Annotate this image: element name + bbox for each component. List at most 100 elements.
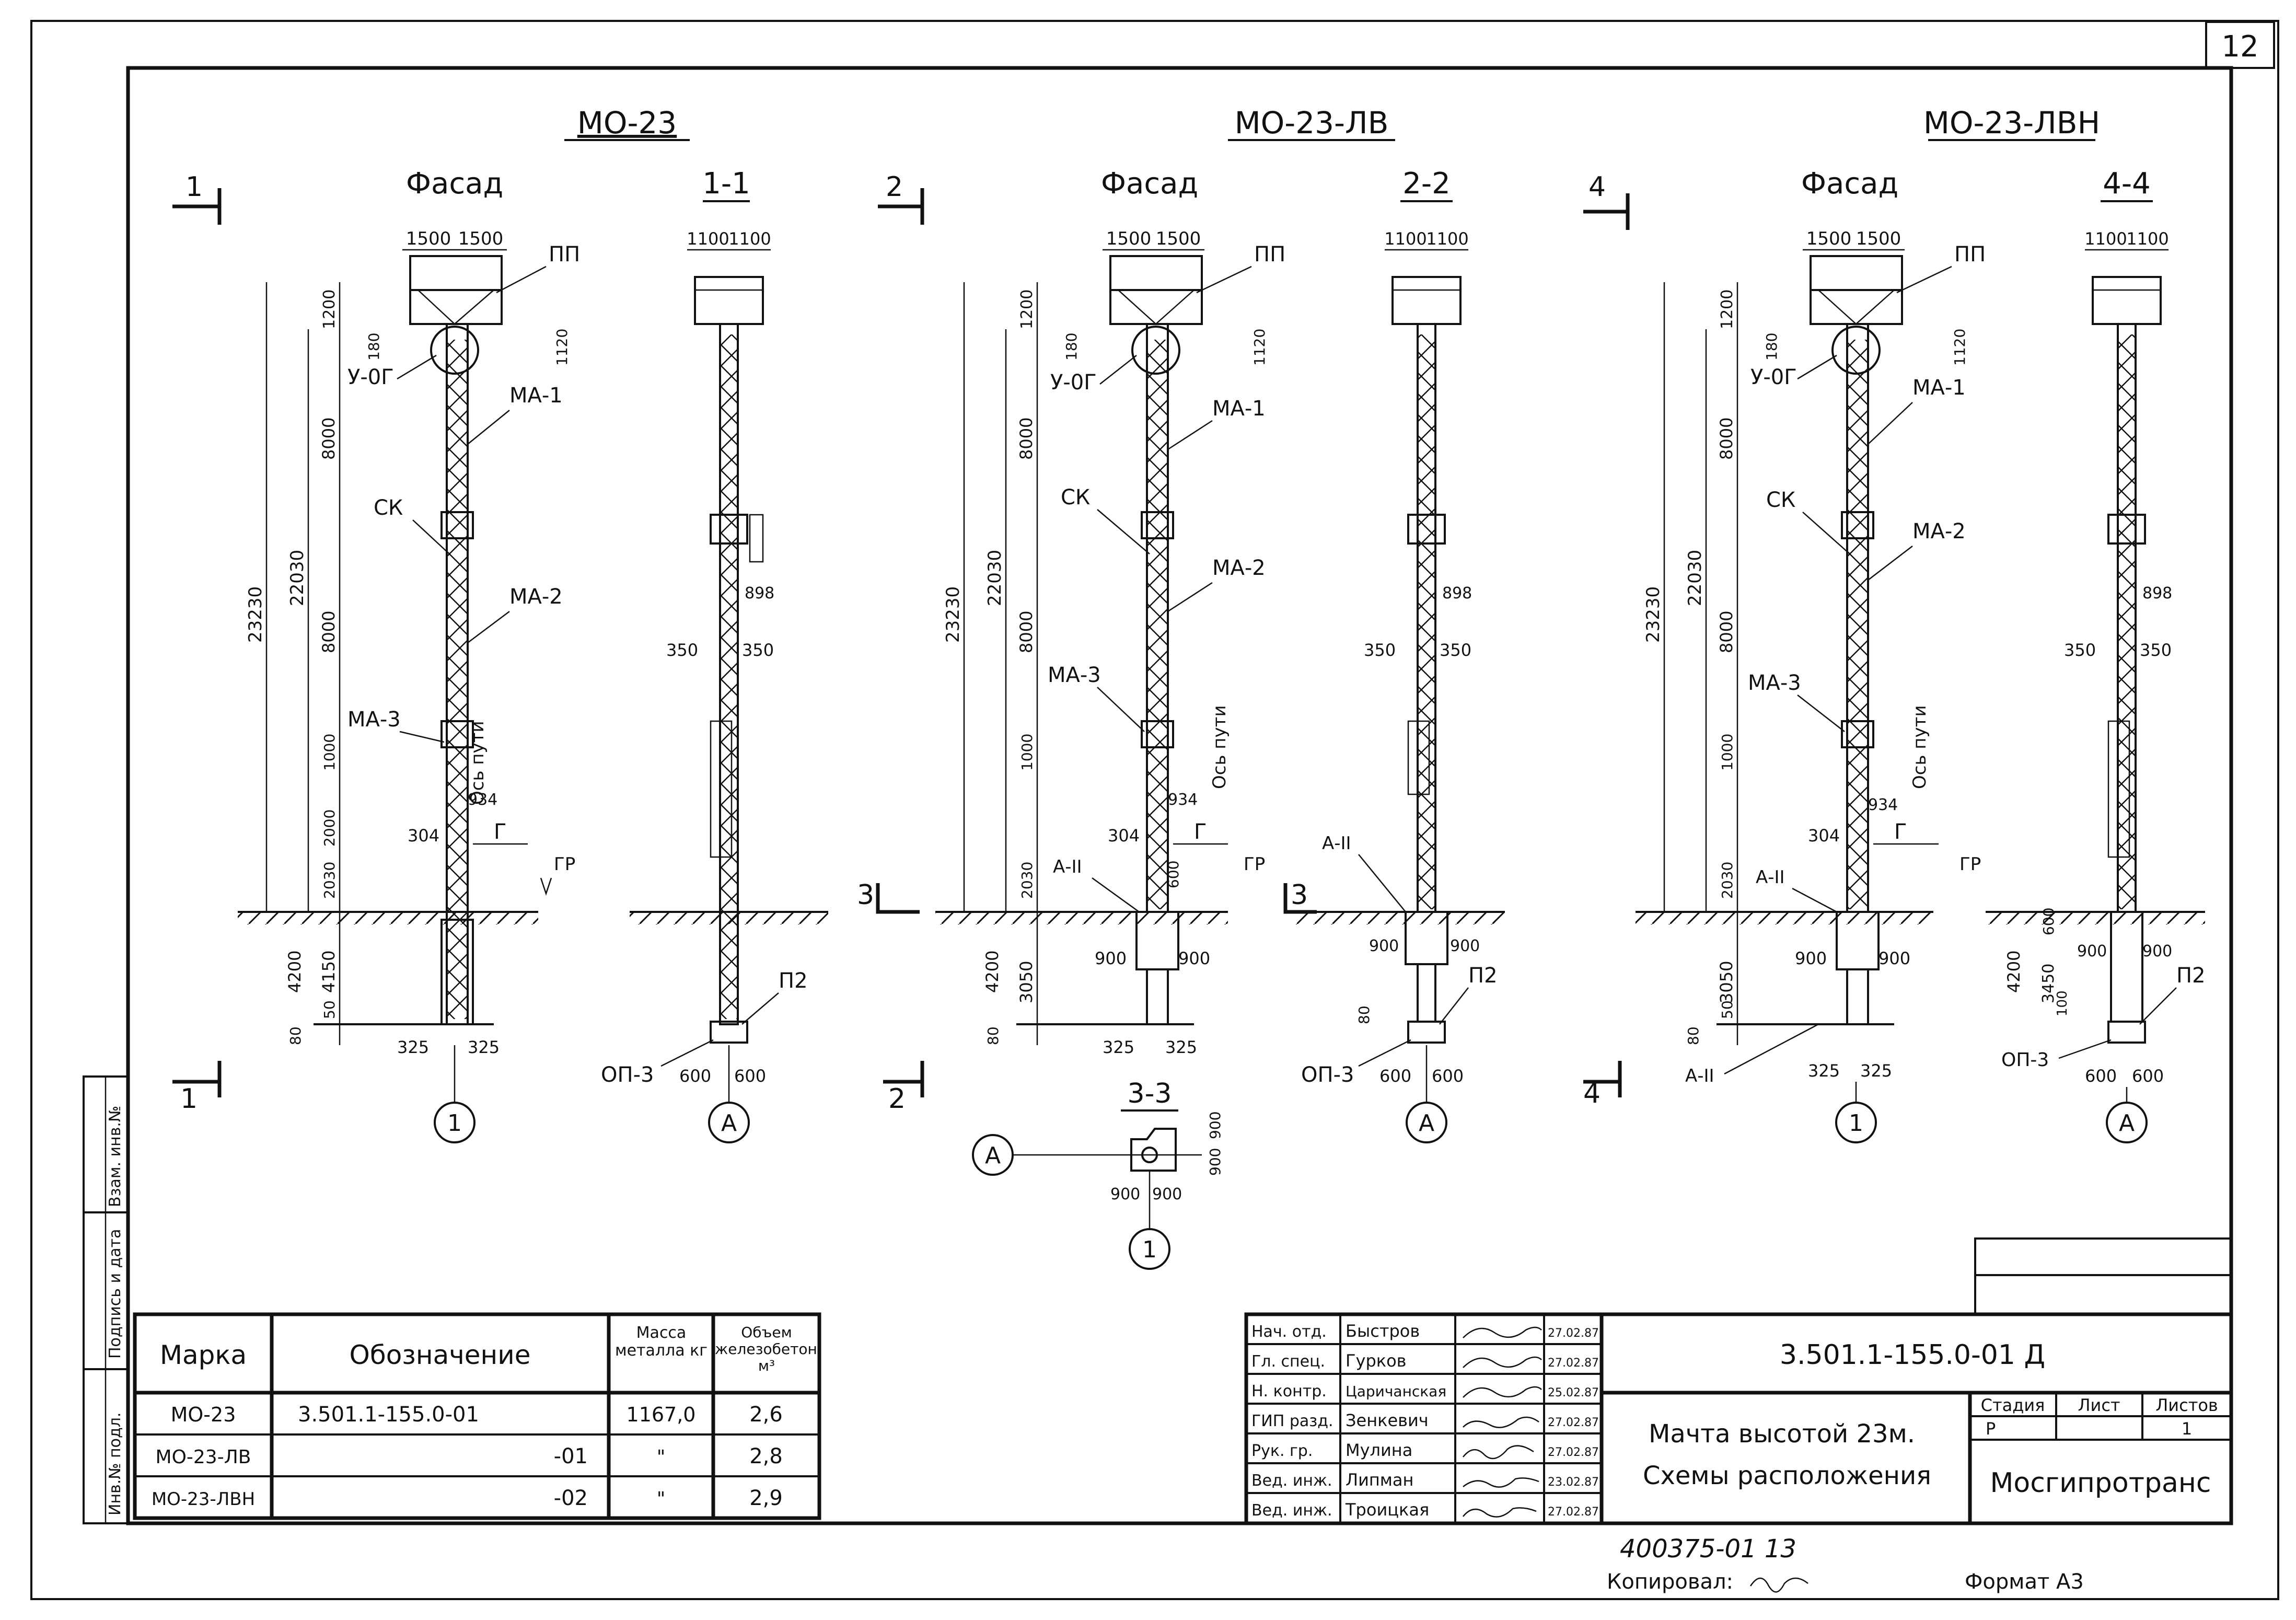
section-label: 3-3 xyxy=(1128,1078,1172,1109)
part-u0g: У-0Г xyxy=(1750,365,1797,389)
title-block: Нач. отд. Быстров 27.02.87 Гл. спец. Гур… xyxy=(1244,1237,2233,1525)
dim-label: 1200 xyxy=(320,290,339,329)
dim-label: 900 xyxy=(1110,1185,1140,1204)
dim-label: 1100 xyxy=(728,229,771,249)
stamp-inventory-label: Инв.№ подл. xyxy=(106,1413,124,1515)
dim-label: 22030 xyxy=(287,550,308,606)
dim-label: 23230 xyxy=(943,586,964,643)
dim-label: 600 xyxy=(2040,908,2057,935)
dim-label: 900 xyxy=(1369,937,1399,955)
cut-label: 4 xyxy=(1588,171,1606,203)
part-pp: ПП xyxy=(549,242,580,267)
section-label: 2-2 xyxy=(1402,167,1450,201)
dim-label: 900 xyxy=(1795,948,1827,968)
staff-name: Быстров xyxy=(1346,1321,1420,1341)
dim-label: 1100 xyxy=(2126,229,2169,249)
section-2-2-view: 2-2 3 1100 1100 898 350 350 А-II 900 900… xyxy=(1283,167,1505,1143)
dim-label: 3050 xyxy=(1016,961,1036,1003)
staff-date: 27.02.87 xyxy=(1548,1357,1599,1370)
dim-label: 1000 xyxy=(1719,734,1736,771)
table-cell: " xyxy=(657,1447,666,1468)
part-ma3: МА-3 xyxy=(1048,663,1101,687)
staff-role: Вед. инж. xyxy=(1251,1501,1332,1520)
table-cell: МО-23-ЛВ xyxy=(156,1447,251,1468)
dim-label: 1500 xyxy=(1156,228,1201,249)
table-cell: МО-23-ЛВН xyxy=(152,1489,255,1510)
dim-label: 900 xyxy=(1095,948,1127,968)
dim-label: 325 xyxy=(1808,1061,1840,1081)
part-a2: А-II xyxy=(1322,833,1351,854)
dim-label: 900 xyxy=(1878,948,1910,968)
drawing-title-line2: Схемы расположения xyxy=(1643,1461,1931,1490)
part-op3: ОП-3 xyxy=(1301,1063,1354,1087)
dim-label: 600 xyxy=(734,1066,766,1086)
staff-name: Зенкевич xyxy=(1346,1410,1429,1430)
staff-role: Н. контр. xyxy=(1251,1382,1327,1401)
dim-label: 350 xyxy=(2140,640,2172,660)
dim-label: 350 xyxy=(666,640,698,660)
dim-label: 600 xyxy=(1165,861,1182,888)
dim-label: 600 xyxy=(2085,1066,2117,1086)
dim-label: 1120 xyxy=(1951,329,1968,366)
dim-label: 8000 xyxy=(319,611,339,653)
axis-1-label: 1 xyxy=(1849,1110,1863,1137)
dim-label: 325 xyxy=(1165,1037,1197,1057)
table-header: Обозначение xyxy=(350,1340,531,1370)
part-ma3: МА-3 xyxy=(347,708,401,732)
table-header: Объем железобетона, м³ xyxy=(715,1324,818,1374)
table-cell: 2,8 xyxy=(749,1444,783,1468)
cut-label: 3 xyxy=(857,880,874,911)
dim-label: 600 xyxy=(1379,1066,1411,1086)
part-p2: П2 xyxy=(779,969,808,993)
dim-label: 898 xyxy=(2142,584,2172,603)
dim-label: 304 xyxy=(408,826,439,846)
dim-label: 1200 xyxy=(1718,290,1736,329)
part-p2: П2 xyxy=(2176,964,2206,988)
dim-label: 8000 xyxy=(1016,611,1036,653)
staff-name: Гурков xyxy=(1346,1351,1407,1371)
sheet-header: Лист xyxy=(2078,1395,2120,1415)
axis-a-label: А xyxy=(721,1110,737,1137)
dim-label: 80 xyxy=(1685,1026,1702,1045)
sheets-value: 1 xyxy=(2182,1419,2192,1439)
dim-label: 180 xyxy=(1063,333,1080,361)
dim-label: 1500 xyxy=(458,228,504,249)
section-label: 4-4 xyxy=(2103,167,2150,201)
section-label: 1-1 xyxy=(702,167,750,201)
part-ck: СК xyxy=(1766,488,1795,512)
part-ma1: МА-1 xyxy=(509,384,563,408)
staff-date: 27.02.87 xyxy=(1548,1327,1599,1340)
dim-label: 1000 xyxy=(1018,734,1036,771)
dim-label: 8000 xyxy=(319,418,339,460)
staff-role: Вед. инж. xyxy=(1251,1472,1332,1490)
dim-label: 2000 xyxy=(321,809,338,847)
part-u0g: У-0Г xyxy=(347,365,394,389)
stamp-replace-label: Взам. инв.№ xyxy=(106,1106,124,1207)
track-axis-label: Ось пути xyxy=(467,721,488,805)
staff-name: Мулина xyxy=(1346,1440,1412,1460)
dim-label: 23230 xyxy=(245,586,266,643)
dim-label: 350 xyxy=(742,640,774,660)
dim-label: 4200 xyxy=(2004,951,2024,993)
part-a2: А-II xyxy=(1756,867,1785,888)
inner-frame xyxy=(126,66,2233,1525)
dim-label: 4200 xyxy=(982,951,1002,993)
facade-label: Фасад xyxy=(406,167,503,201)
dim-label: 900 xyxy=(1207,1148,1224,1176)
dim-label: 350 xyxy=(2064,640,2096,660)
staff-date: 25.02.87 xyxy=(1548,1386,1599,1399)
dim-label: 180 xyxy=(1763,333,1780,361)
staff-role: ГИП разд. xyxy=(1251,1412,1333,1430)
dim-label: 3450 xyxy=(2039,964,2058,1003)
dim-label: 350 xyxy=(1440,640,1471,660)
table-cell: -01 xyxy=(554,1444,588,1468)
cut-label: 2 xyxy=(888,1083,906,1115)
title-mo23: МО-23 xyxy=(577,105,677,141)
axis-1-label: 1 xyxy=(1142,1236,1157,1263)
mo23-facade-view: Фасад 1 1 1500 1500 ПП У-0Г МА-1 СК МА-2… xyxy=(172,167,580,1143)
dim-label: 80 xyxy=(984,1026,1002,1045)
part-gr: ГР xyxy=(554,854,575,875)
part-g: Г xyxy=(494,820,506,844)
dim-label: 898 xyxy=(1442,584,1472,603)
